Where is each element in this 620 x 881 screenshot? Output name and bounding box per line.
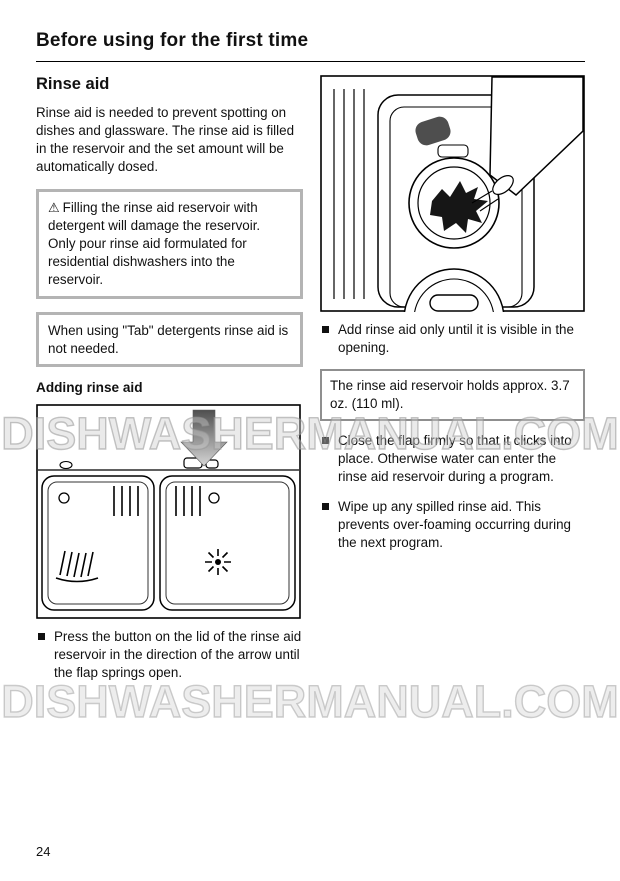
section-title: Rinse aid (36, 75, 110, 93)
capacity-note-text: The rinse aid reservoir holds approx. 3.… (330, 377, 570, 411)
reservoir-filling-line-drawing (320, 75, 585, 312)
intro-paragraph: Rinse aid is needed to prevent spotting … (36, 105, 295, 174)
bullet-square-icon (322, 502, 329, 510)
rinse-aid-sun-icon (205, 549, 231, 576)
warning-box: ⚠Filling the rinse aid reservoir with de… (36, 188, 303, 299)
dispenser-line-drawing (36, 404, 301, 620)
dispenser-figure (36, 404, 303, 620)
page-number: 24 (36, 844, 51, 859)
step-close-text: Close the flap firmly so that it clicks … (338, 432, 572, 484)
bullet-square-icon (38, 633, 45, 641)
page-title: Before using for the first time (36, 30, 309, 51)
tab-note-box: When using "Tab" detergents rinse aid is… (36, 311, 303, 368)
step-press: Press the button on the lid of the rinse… (36, 628, 303, 682)
step-close: Close the flap firmly so that it clicks … (320, 432, 585, 486)
step-add-text: Add rinse aid only until it is visible i… (338, 322, 574, 355)
warning-text: Filling the rinse aid reservoir with det… (48, 199, 261, 287)
bullet-square-icon (322, 436, 329, 444)
right-column: Add rinse aid only until it is visible i… (320, 75, 585, 564)
step-wipe: Wipe up any spilled rinse aid. This prev… (320, 498, 585, 552)
warning-triangle-icon: ⚠ (48, 199, 60, 215)
tab-note-text: When using "Tab" detergents rinse aid is… (48, 322, 289, 356)
reservoir-figure (320, 75, 585, 312)
step-press-text: Press the button on the lid of the rinse… (54, 629, 302, 681)
subsection-title: Adding rinse aid (36, 380, 143, 396)
bullet-square-icon (322, 326, 329, 333)
step-add: Add rinse aid only until it is visible i… (320, 321, 585, 357)
left-column: Rinse aid Rinse aid is needed to prevent… (36, 75, 303, 694)
step-wipe-text: Wipe up any spilled rinse aid. This prev… (338, 498, 571, 550)
title-divider (36, 61, 585, 62)
capacity-note-box: The rinse aid reservoir holds approx. 3.… (320, 368, 585, 421)
